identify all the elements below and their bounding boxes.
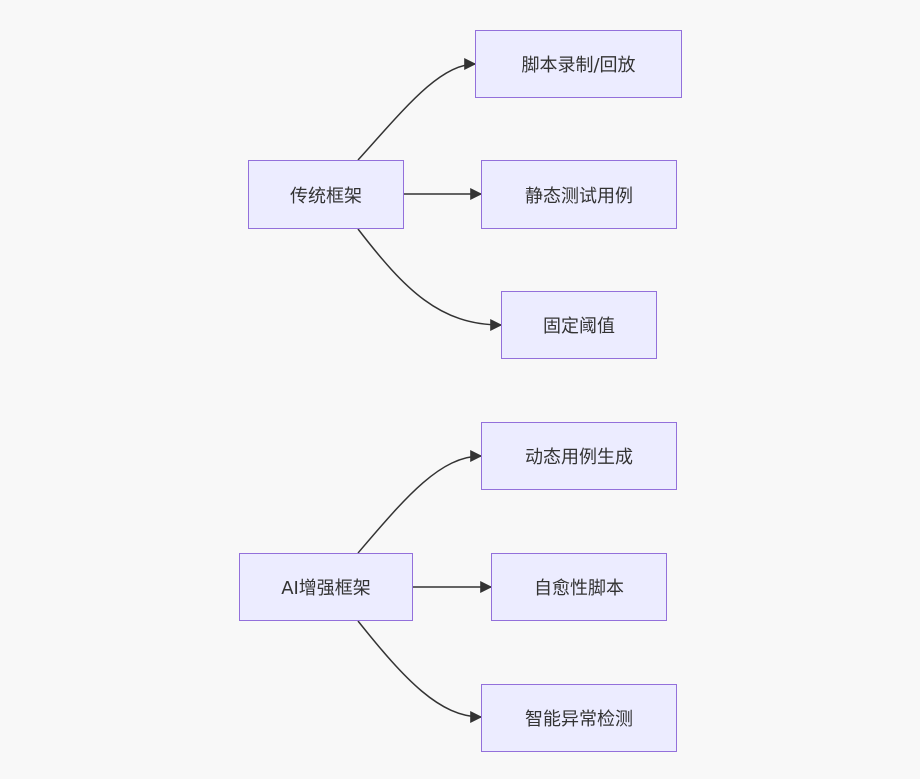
node-fixed-threshold: 固定阈值 [501, 291, 657, 359]
node-traditional-framework: 传统框架 [248, 160, 404, 229]
node-smart-anomaly-detection: 智能异常检测 [481, 684, 677, 752]
edge-traditional-to-script-record [357, 58, 477, 161]
node-dynamic-case-generation: 动态用例生成 [481, 422, 677, 490]
edge-ai-to-dynamic-generation [357, 450, 483, 554]
edge-ai-to-anomaly-detection [357, 620, 483, 723]
node-self-healing-script: 自愈性脚本 [491, 553, 667, 621]
edge-traditional-to-fixed-threshold [357, 228, 503, 331]
node-script-record-playback: 脚本录制/回放 [475, 30, 682, 98]
node-ai-enhanced-framework: AI增强框架 [239, 553, 413, 621]
node-static-test-cases: 静态测试用例 [481, 160, 677, 229]
